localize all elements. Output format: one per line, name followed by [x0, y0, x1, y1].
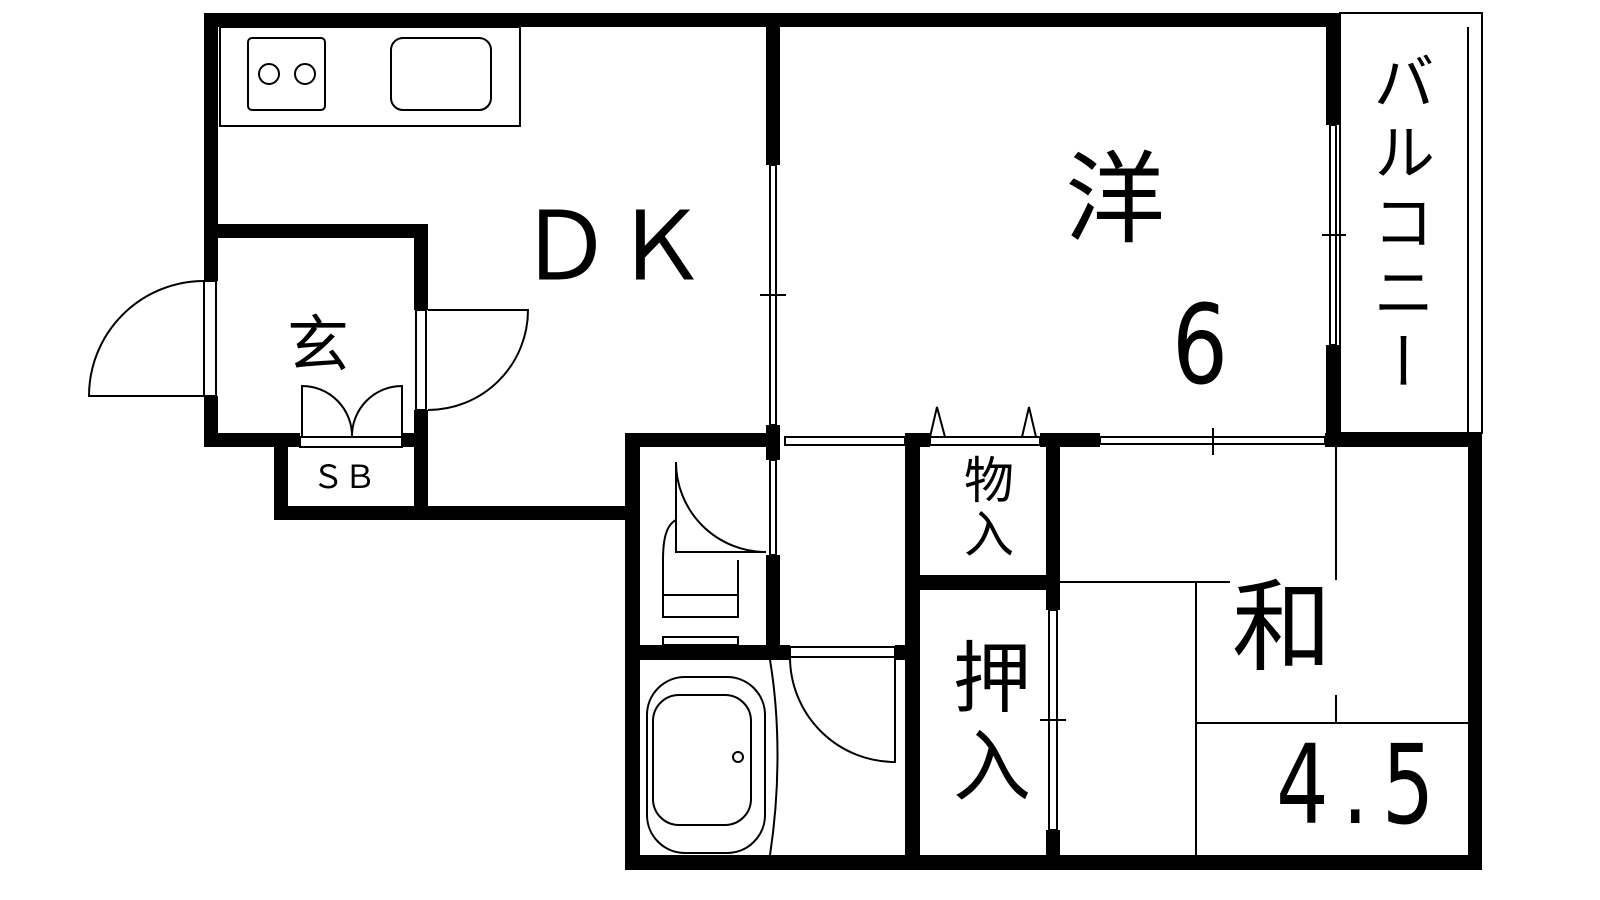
- walls: [204, 13, 1482, 870]
- western-room-size: 6: [1172, 281, 1228, 409]
- closet-label: 押入: [940, 637, 1030, 813]
- dk-label: ＤＫ: [517, 192, 709, 303]
- japanese-room-size: 4.5: [1276, 721, 1448, 849]
- storage-label: 物入: [956, 454, 1014, 562]
- shoe-box-label: ＳＢ: [311, 458, 377, 496]
- western-room-label: 洋: [1065, 141, 1165, 258]
- entrance-label: 玄: [286, 308, 350, 381]
- balcony-label: バルコニー: [1362, 50, 1435, 400]
- fixtures: [87, 12, 1483, 856]
- japanese-room-label: 和: [1232, 569, 1332, 686]
